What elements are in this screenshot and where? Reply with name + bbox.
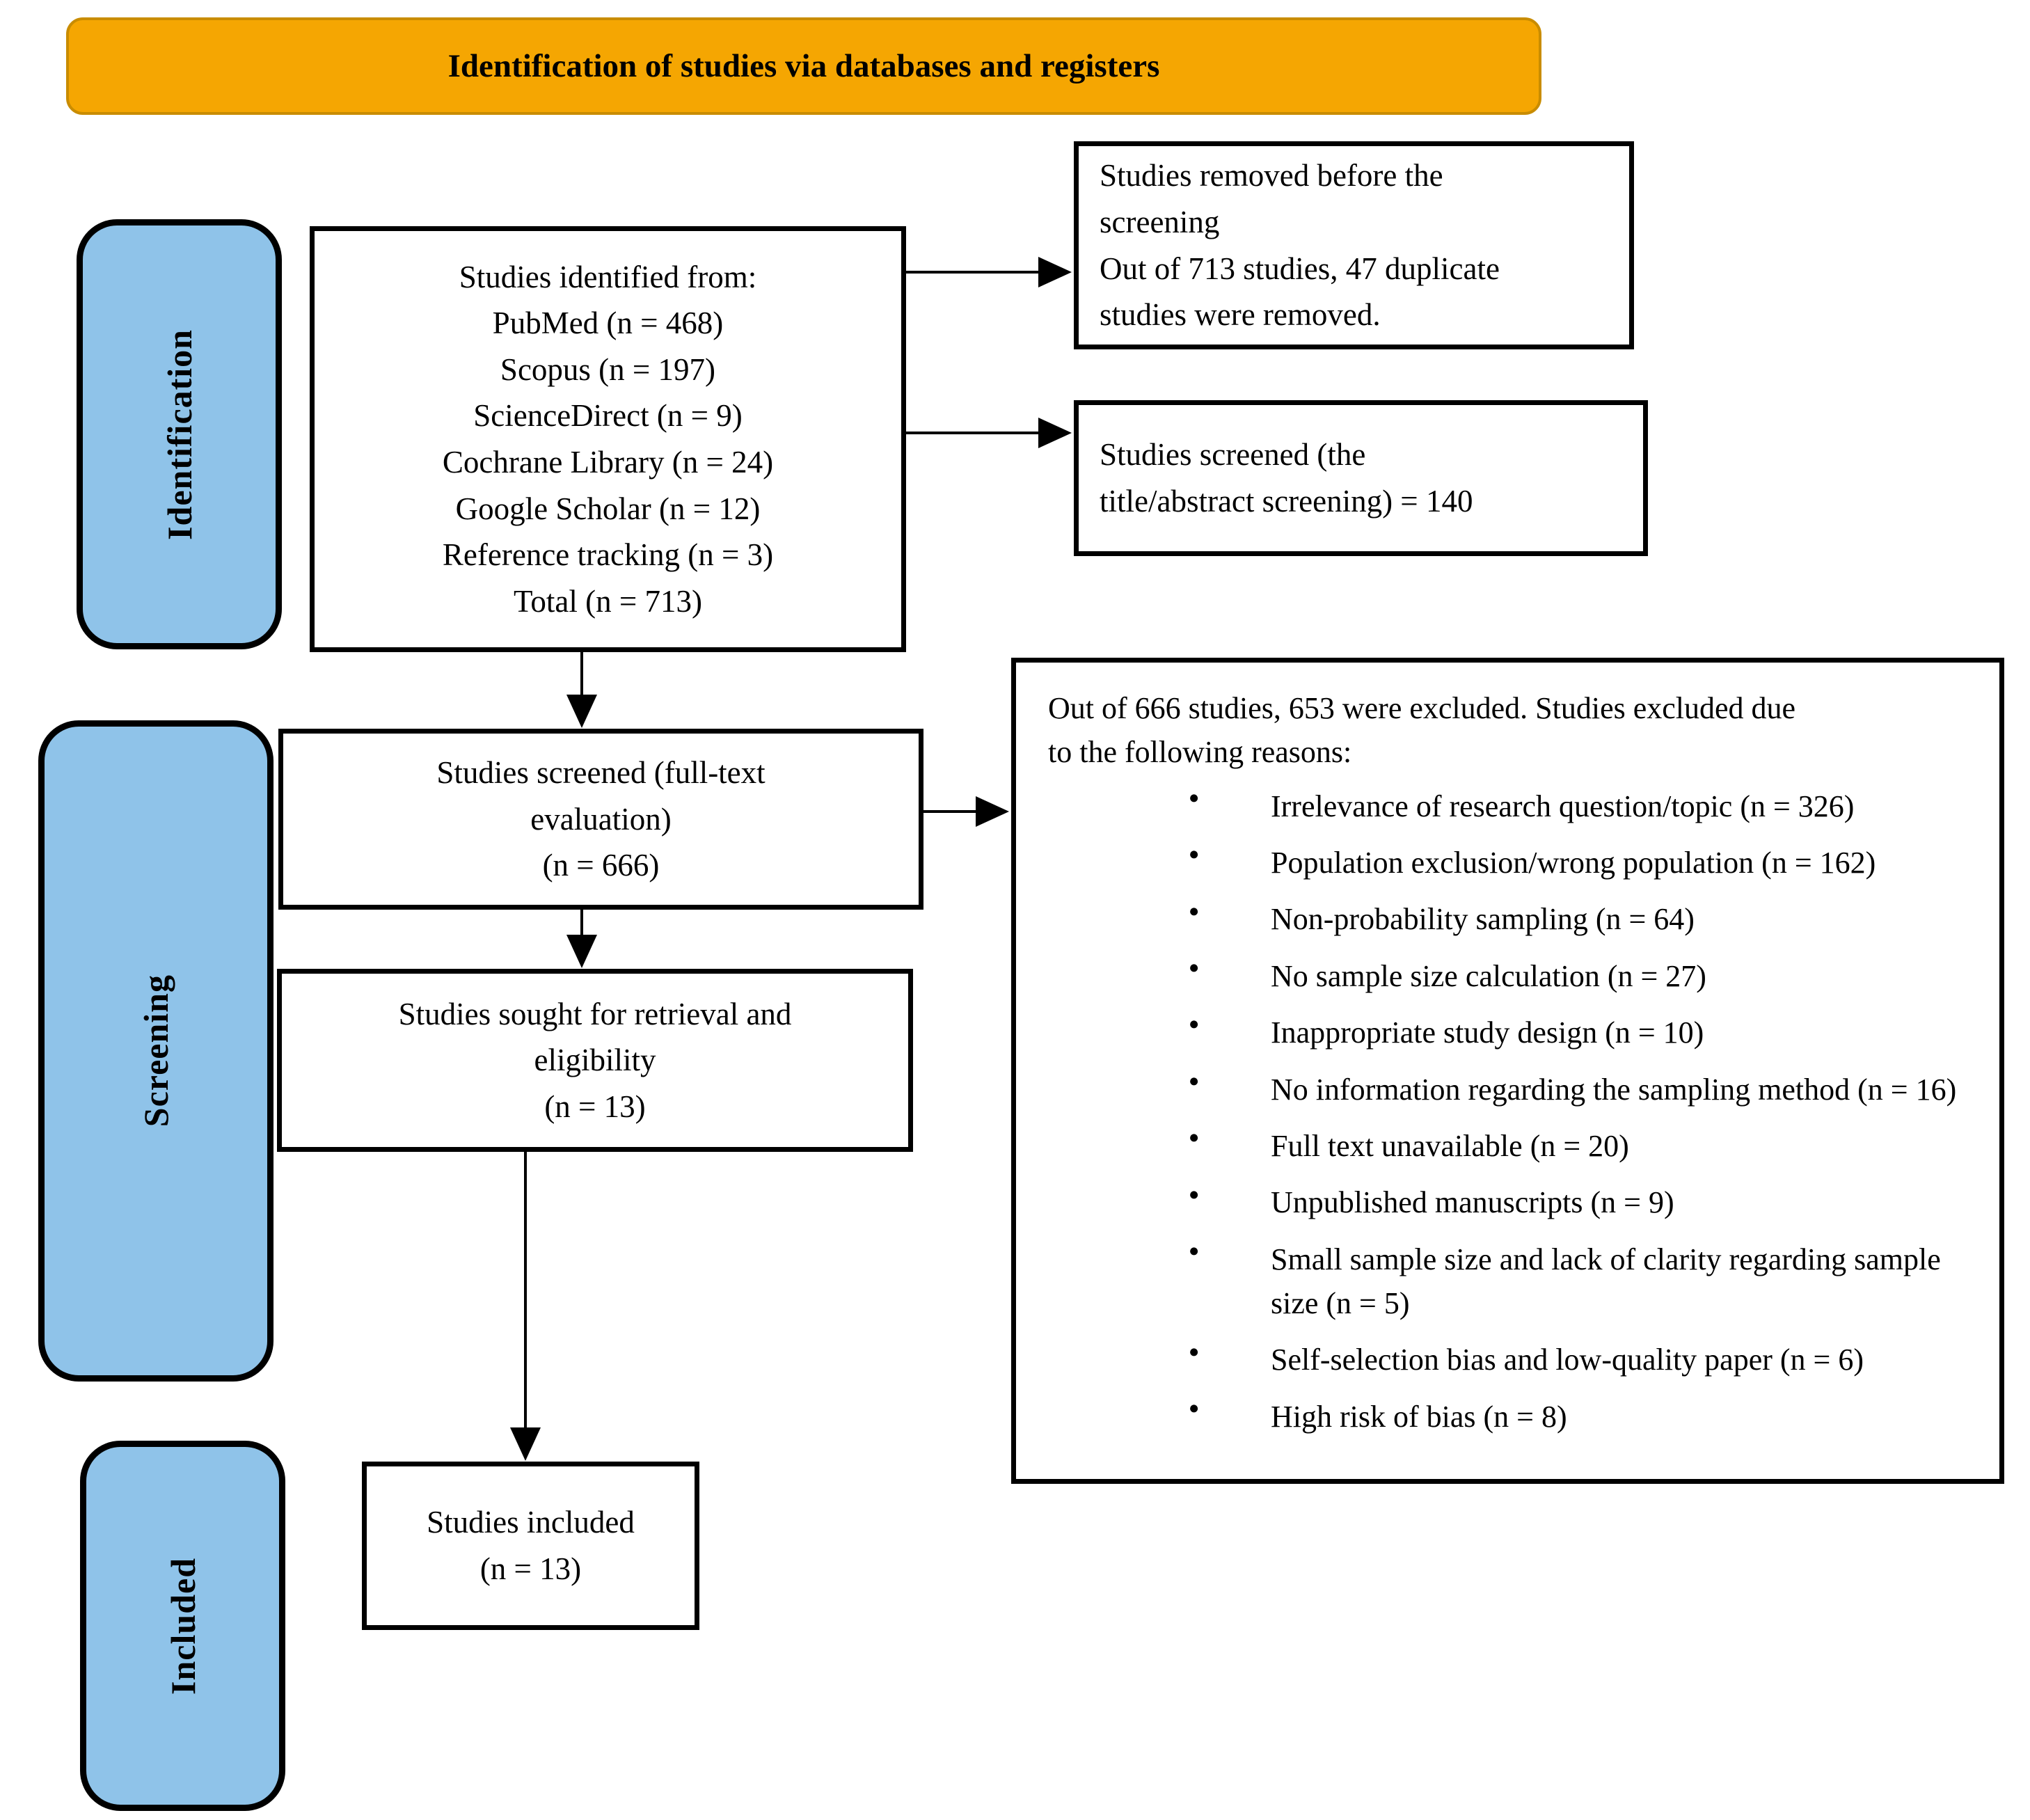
arrow-fulltext-to-sought [566, 910, 597, 968]
arrow-identified-to-removed [906, 257, 1072, 287]
box-studies-identified-text: Studies identified from: PubMed (n = 468… [442, 259, 774, 619]
stage-label-screening: Screening [136, 974, 175, 1127]
arrow-identified-to-fulltext [566, 652, 597, 728]
box-studies-removed-text: Studies removed before the screening Out… [1100, 158, 1500, 333]
box-studies-sought-text: Studies sought for retrieval and eligibi… [398, 996, 792, 1124]
box-studies-screened-title-abstract-text: Studies screened (the title/abstract scr… [1100, 437, 1473, 519]
exclusion-reason-item: Unpublished manuscripts (n = 9) [1189, 1180, 1972, 1224]
exclusion-reason-list: Irrelevance of research question/topic (… [1048, 784, 1972, 1439]
box-studies-included: Studies included (n = 13) [362, 1462, 699, 1630]
box-studies-screened-fulltext: Studies screened (full-text evaluation) … [278, 729, 923, 910]
arrow-identified-to-screened-title-abstract [906, 418, 1072, 448]
exclusion-reason-item: Full text unavailable (n = 20) [1189, 1124, 1972, 1168]
box-studies-screened-title-abstract: Studies screened (the title/abstract scr… [1074, 400, 1648, 556]
exclusion-reason-item: Population exclusion/wrong population (n… [1189, 841, 1972, 885]
exclusion-reason-item: Inappropriate study design (n = 10) [1189, 1011, 1972, 1054]
stage-bar-screening: Screening [38, 720, 273, 1382]
exclusion-reason-item: No sample size calculation (n = 27) [1189, 954, 1972, 998]
arrow-fulltext-to-exclusions [923, 796, 1009, 827]
exclusion-reason-item: Non-probability sampling (n = 64) [1189, 897, 1972, 941]
stage-label-included: Included [163, 1557, 203, 1695]
arrow-sought-to-included [510, 1152, 541, 1461]
box-studies-sought: Studies sought for retrieval and eligibi… [277, 969, 913, 1152]
stage-bar-included: Included [80, 1441, 285, 1811]
exclusion-reason-item: Irrelevance of research question/topic (… [1189, 784, 1972, 828]
exclusion-intro: Out of 666 studies, 653 were excluded. S… [1048, 691, 1796, 770]
exclusion-reason-item: High risk of bias (n = 8) [1189, 1395, 1972, 1439]
title-banner: Identification of studies via databases … [66, 17, 1541, 115]
box-studies-removed: Studies removed before the screening Out… [1074, 141, 1634, 349]
exclusion-reason-item: No information regarding the sampling me… [1189, 1068, 1972, 1111]
stage-bar-identification: Identification [77, 219, 282, 649]
title-banner-label: Identification of studies via databases … [447, 48, 1160, 84]
exclusion-reason-item: Self-selection bias and low-quality pape… [1189, 1338, 1972, 1382]
box-studies-included-text: Studies included (n = 13) [427, 1505, 635, 1586]
box-studies-identified: Studies identified from: PubMed (n = 468… [310, 226, 906, 652]
box-exclusion-reasons: Out of 666 studies, 653 were excluded. S… [1011, 658, 2004, 1484]
box-studies-screened-fulltext-text: Studies screened (full-text evaluation) … [436, 755, 766, 883]
stage-label-identification: Identification [159, 329, 199, 540]
exclusion-reason-item: Small sample size and lack of clarity re… [1189, 1237, 1972, 1326]
